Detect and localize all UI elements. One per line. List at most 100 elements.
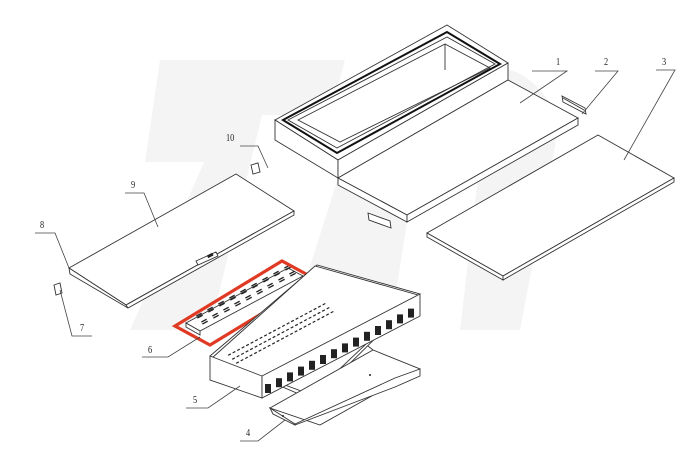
vent-slot (317, 305, 322, 308)
vent-slot (285, 328, 290, 332)
vent-slot (267, 282, 273, 287)
vent-slot (308, 310, 313, 313)
part-1-top-frame (274, 24, 579, 223)
vent-slot (290, 326, 294, 329)
vent-slot (277, 326, 281, 330)
vent-slot (303, 318, 308, 322)
vent-slot (234, 300, 240, 305)
part-label-7: 7 (80, 322, 85, 334)
vent-slot (299, 321, 303, 324)
vent-slot (202, 320, 208, 325)
vent-slot (322, 302, 326, 306)
vent-slot (236, 354, 240, 358)
part-label-5: 5 (193, 394, 198, 406)
vent-slot (231, 357, 236, 360)
vent-slot (262, 276, 268, 281)
vent-slot (326, 306, 330, 310)
vent-slot (331, 349, 337, 359)
vent-slot (303, 325, 307, 328)
vent-slot (321, 309, 326, 312)
vent-slot (299, 314, 304, 318)
vent-slot (259, 336, 263, 340)
vent-slot (208, 308, 214, 313)
vent-slot (219, 302, 225, 307)
vent-slot (235, 302, 241, 307)
part-label-8: 8 (40, 219, 45, 231)
vent-slot (245, 350, 249, 353)
vent-slot (235, 361, 240, 364)
vent-slot (408, 308, 414, 318)
vent-slot (258, 349, 262, 352)
vent-slot (342, 343, 348, 353)
vent-slot (289, 270, 295, 275)
vent-slot (375, 326, 381, 335)
vent-slot (254, 345, 258, 348)
vent-slot (241, 346, 245, 349)
part-label-1: 1 (556, 56, 561, 68)
vent-slot (196, 312, 202, 317)
vent-slot (263, 334, 268, 337)
vent-slot (224, 308, 230, 313)
vent-slot (207, 306, 213, 311)
vent-slot (312, 320, 316, 324)
vent-slot (229, 294, 235, 299)
vent-slot (246, 296, 252, 301)
vent-slot (251, 282, 257, 287)
vent-slot (287, 372, 293, 382)
vent-slot (289, 332, 294, 336)
vent-slot (285, 266, 291, 271)
vent-slot (256, 288, 262, 293)
vent-slot (232, 350, 236, 354)
vent-slot (263, 278, 269, 283)
part-label-6: 6 (148, 344, 153, 356)
vent-slot (353, 337, 359, 347)
vent-slot (294, 330, 298, 333)
part-9-cover (68, 173, 295, 309)
vent-slot (312, 314, 317, 317)
vent-slot (249, 347, 254, 351)
vent-slot (212, 312, 218, 317)
vent-slot (245, 294, 251, 299)
vent-slot (271, 342, 276, 345)
part-2-bracket (367, 95, 587, 229)
vent-slot (249, 354, 253, 357)
vent-slot (276, 339, 280, 343)
vent-slot (286, 322, 290, 325)
vent-slot (201, 318, 207, 323)
vent-slot (267, 344, 271, 348)
vent-slot (236, 348, 241, 352)
vent-slot (267, 338, 272, 341)
vent-slot (245, 343, 250, 347)
vent-slot (230, 296, 236, 301)
vent-slot (279, 278, 285, 283)
vent-slot (281, 324, 286, 328)
vent-slot (304, 312, 308, 316)
vent-slot (227, 353, 232, 356)
vent-slot (298, 327, 303, 331)
vent-slot (257, 290, 263, 295)
vent-slot (295, 317, 299, 320)
part-10-clip (250, 162, 261, 175)
vent-slot (313, 307, 317, 311)
vent-slot (265, 384, 271, 393)
vent-slot (250, 341, 254, 344)
vent-slot (253, 351, 258, 355)
vent-slot (262, 346, 267, 350)
vent-slot (290, 272, 296, 277)
vent-slot (218, 300, 224, 305)
vent-slot (213, 314, 219, 319)
vent-slot (280, 337, 285, 340)
vent-slot (241, 290, 247, 295)
vent-slot (386, 320, 392, 330)
part-7-clip (53, 282, 63, 296)
vent-slot (268, 331, 272, 335)
part-3-panel (426, 134, 675, 281)
vent-slot (307, 322, 312, 326)
vent-slot (274, 272, 280, 277)
vent-slot (325, 313, 330, 316)
vent-slot (240, 352, 245, 356)
vent-slot (276, 378, 282, 388)
vent-slot (272, 329, 277, 332)
vent-slot (316, 318, 321, 321)
